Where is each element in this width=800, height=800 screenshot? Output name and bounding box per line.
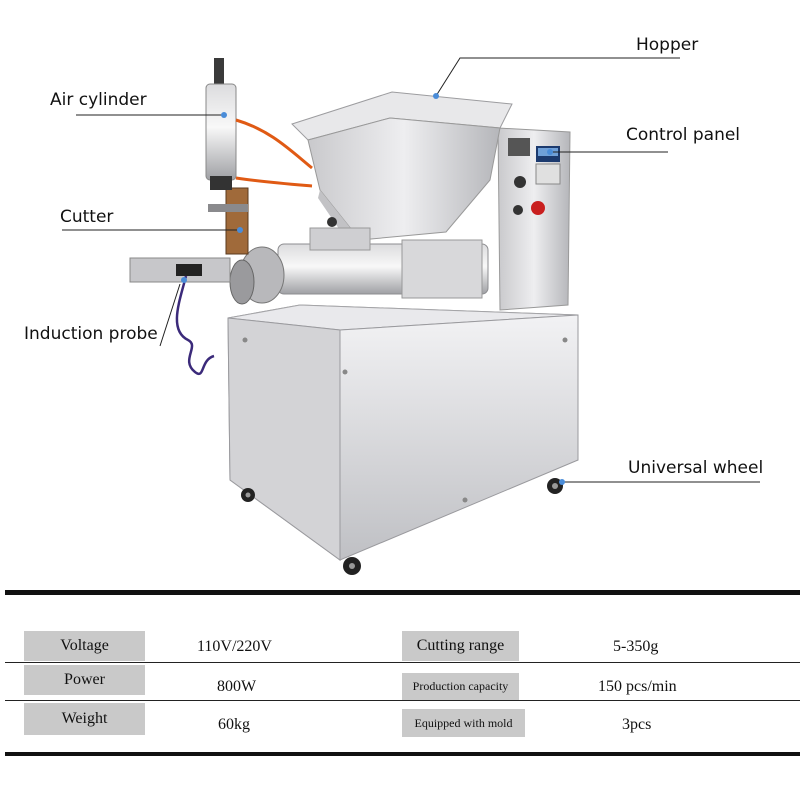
- spec-label: Weight: [24, 703, 145, 735]
- spec-label: Cutting range: [402, 631, 519, 661]
- spec-value: 60kg: [218, 716, 250, 733]
- air-cylinder-callout: Air cylinder: [50, 90, 147, 110]
- spec-value: 110V/220V: [197, 638, 272, 655]
- machine-illustration: [62, 57, 760, 575]
- spec-value: 5-350g: [613, 638, 659, 655]
- cutter: [208, 187, 249, 255]
- induction-probe-callout: Induction probe: [24, 324, 158, 344]
- row-divider: [5, 662, 800, 663]
- air-cylinder: [205, 58, 313, 190]
- extrusion-tube: [229, 217, 489, 305]
- spec-value: 800W: [217, 678, 257, 695]
- spec-label: Power: [24, 665, 145, 695]
- hopper: [291, 91, 513, 245]
- callout-leaders: [62, 57, 760, 483]
- spec-label: Production capacity: [402, 673, 519, 700]
- cutter-callout: Cutter: [60, 207, 114, 227]
- spec-value: 3pcs: [622, 716, 652, 733]
- induction-probe: [129, 257, 231, 376]
- cabinet: [227, 304, 579, 561]
- row-divider: [5, 700, 800, 701]
- table-bottom-rule: [5, 752, 800, 756]
- control-column: [497, 127, 571, 311]
- table-top-rule: [5, 590, 800, 595]
- control-panel-callout: Control panel: [626, 125, 741, 145]
- universal-wheel-callout: Universal wheel: [628, 458, 764, 478]
- spec-value: 150 pcs/min: [598, 678, 677, 695]
- spec-label: Equipped with mold: [402, 709, 525, 737]
- spec-label: Voltage: [24, 631, 145, 661]
- hopper-callout: Hopper: [636, 35, 699, 55]
